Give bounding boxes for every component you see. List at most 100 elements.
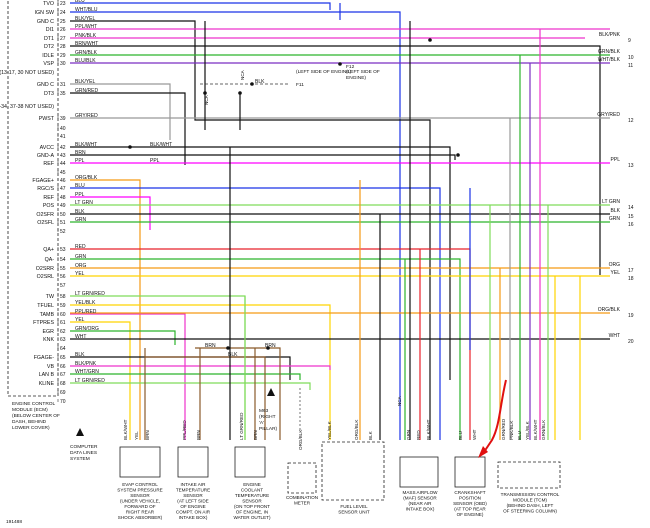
ecm-pin-number: 64 — [60, 346, 66, 352]
ecm-pin-number: 50 — [60, 212, 66, 218]
ckp-wire-label: BLU — [458, 431, 463, 440]
f11-id: F11 — [296, 82, 304, 88]
f12-location: (LEFT SIDE OF ENGINE) — [346, 69, 381, 81]
wire-label: BLK/WHT — [75, 142, 97, 148]
wire-blue — [70, 2, 331, 10]
ecm-pin-number: 40 — [60, 126, 66, 132]
ecm-pin-number: 68 — [60, 381, 66, 387]
wire-brown — [195, 347, 281, 440]
wire-label: BRN — [265, 343, 276, 349]
ecm-pin-number: 25 — [60, 19, 66, 25]
wire-label: PPL — [150, 158, 160, 164]
ecm-pin-number: 53 — [60, 247, 66, 253]
ecm-pin-number: 41 — [60, 134, 66, 140]
ecm-pin-number: 35 — [60, 91, 66, 97]
ecm-pin-number: 67 — [60, 372, 66, 378]
ecm-pin-number: 65 — [60, 355, 66, 361]
wire-label: GRN/BLK — [75, 50, 98, 56]
ecm-pin-number: 29 — [60, 53, 66, 59]
wire-blue — [70, 187, 441, 440]
f12-id: F12 — [346, 64, 355, 70]
ect-wire-label: LT GRN/RED — [239, 412, 244, 440]
wire-label: YEL/BLK — [75, 300, 96, 306]
ecm-pin-label: (13-17, 30 NOT USED) — [0, 70, 54, 76]
ecm-pin-label: DT2 — [44, 44, 54, 50]
ecm-pin-label: TAMB — [40, 312, 55, 318]
ecm-pin-number: 57 — [60, 283, 66, 289]
right-reference-number: 19 — [628, 313, 634, 319]
nca-label: NCA — [397, 395, 402, 406]
combination-meter — [287, 462, 317, 494]
nca-label: NCA — [204, 94, 209, 105]
data-lines-caption: COMPUTER DATA LINES SYSTEM — [70, 444, 99, 462]
ecm-pin-number: 60 — [60, 312, 66, 318]
right-wire-label: ORG/BLK — [598, 307, 621, 313]
f11-location: (LEFT SIDE OF ENGINE) — [296, 69, 351, 75]
wire-label: BLU — [75, 183, 85, 189]
right-wire-label: BLK — [611, 208, 621, 214]
splice-dot — [250, 82, 254, 86]
ecm-pin-number: 28 — [60, 44, 66, 50]
ecm-pin-number: 26 — [60, 27, 66, 33]
wire-label: YEL — [75, 271, 85, 277]
evap-pressure-sensor — [119, 446, 161, 478]
evap-wire-label: BLK/WHT — [123, 419, 128, 440]
ecm-pin-label: DI1 — [46, 27, 54, 33]
splice-dot — [338, 62, 342, 66]
ckp-wire-label: WHT — [472, 429, 477, 440]
wire-label: BLK — [75, 352, 85, 358]
maf-wire-label: GRN — [406, 430, 411, 440]
right-reference-number: 18 — [628, 276, 634, 282]
wire-label-layer: BLUWHT/BLUBLK/YELPPL/WHTPNK/BLKBRN/WHTGR… — [75, 0, 276, 384]
ecm-pin-label: O2SFL — [37, 220, 54, 226]
wire-green — [70, 373, 301, 380]
right-wire-label: LT GRN — [602, 199, 620, 205]
ecm-pin-number: 27 — [60, 36, 66, 42]
ecm-pin-label: REF — [43, 161, 54, 167]
wire-green — [70, 330, 176, 345]
wire-black — [70, 92, 186, 165]
ecm-pin-label: (33-34, 37-38 NOT USED) — [0, 104, 54, 110]
wire-label: BLK — [228, 352, 238, 358]
wire-label: PPL — [75, 192, 85, 198]
wire-yellow — [70, 321, 131, 440]
wire-black — [70, 154, 456, 160]
ecm-pin-number: 52 — [60, 229, 66, 235]
ecm-pin-label: AVCC — [40, 145, 54, 151]
meter-wire-label: ORG/BLK — [298, 429, 303, 450]
ecm-pin-label: GND C — [37, 19, 54, 25]
right-reference-number: 10 — [628, 55, 634, 61]
wire-magenta — [70, 196, 151, 230]
wire-label: RED — [75, 244, 86, 250]
maf-wire-label: BLK/WHT — [426, 419, 431, 440]
splice-dot — [428, 38, 432, 42]
ecm-pin-label: REF — [43, 195, 54, 201]
engine-coolant-temp-sensor — [234, 446, 266, 478]
wire-black — [70, 356, 291, 380]
right-wire-label: PPL — [611, 157, 621, 163]
maf-wire-label: RED — [416, 430, 421, 440]
wire-orange — [70, 179, 141, 440]
wire-label: YEL — [75, 317, 85, 323]
ecm-pin-label: IGN SW — [35, 10, 54, 16]
right-reference-number: 11 — [628, 63, 633, 69]
ecm-pin-number: 43 — [60, 153, 66, 159]
right-wire-label: BLK/PNK — [599, 32, 621, 38]
wire-label: LT GRN/RED — [75, 378, 105, 384]
ecm-pin-label: PWST — [39, 116, 55, 122]
wire-label: LT GRN — [75, 200, 93, 206]
wire-label: PPL/WHT — [75, 24, 97, 30]
ecm-pin-number: 59 — [60, 303, 66, 309]
ecm-pin-number: 63 — [60, 337, 66, 343]
ecm-pin-label: VB — [47, 364, 55, 370]
annotation-arrowhead-icon — [478, 446, 488, 458]
wire-pink — [70, 313, 186, 440]
wire-pink — [70, 365, 331, 370]
ecm-pin-label: GND-A — [37, 153, 55, 159]
wire-label: BLU/BLK — [75, 58, 96, 64]
